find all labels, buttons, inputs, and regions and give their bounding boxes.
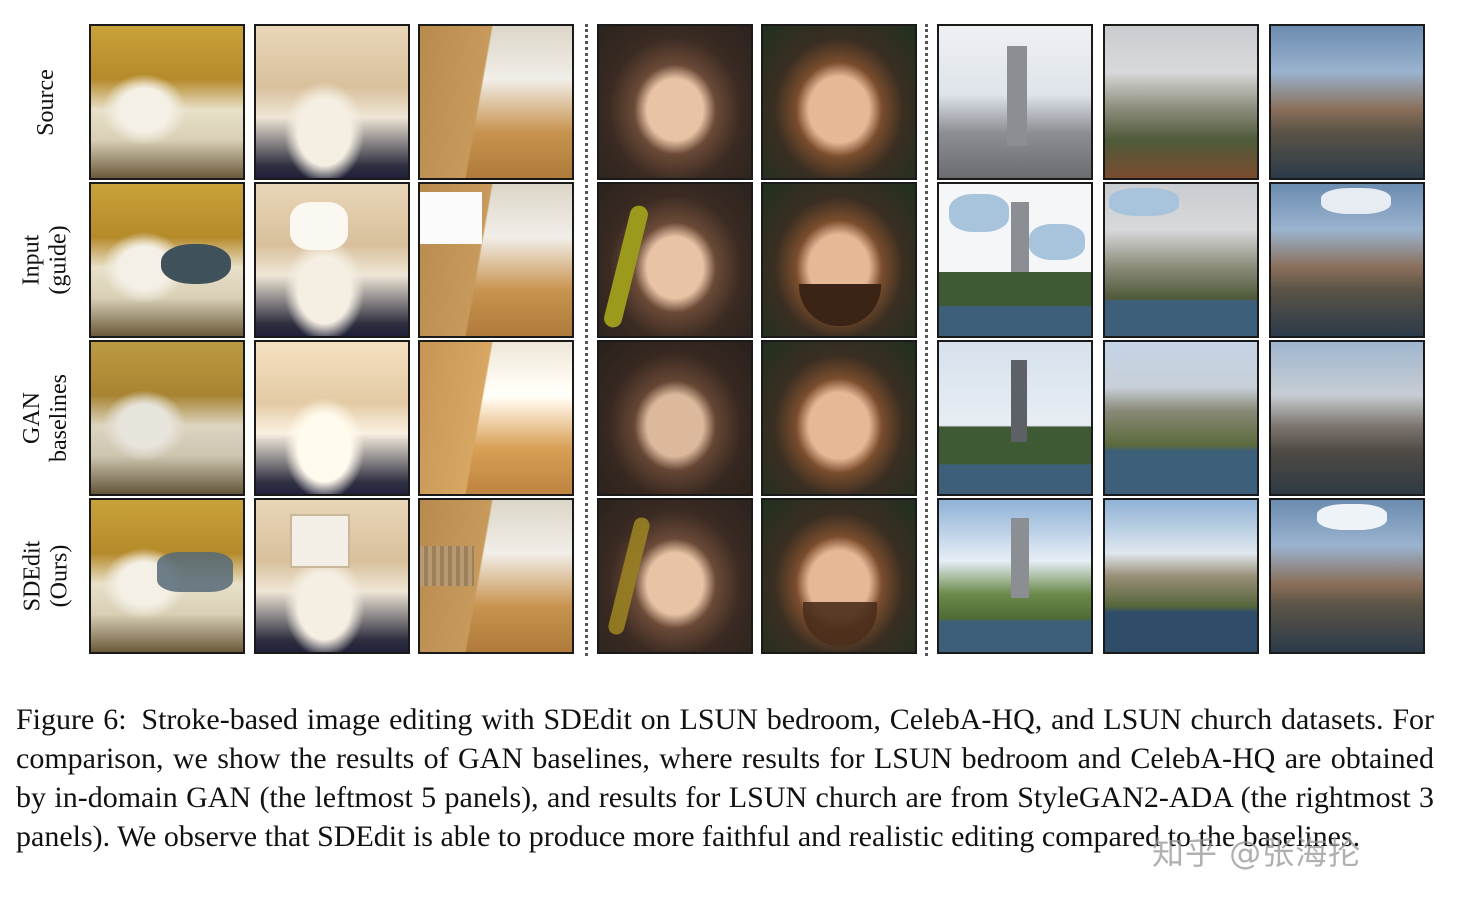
image-face-1-gan	[597, 340, 753, 496]
image-bedroom-1-sdedit	[89, 498, 245, 654]
image-bedroom-1-source	[89, 24, 245, 180]
image-church-2-gan	[1103, 340, 1259, 496]
row-label-subtext: (Ours)	[46, 544, 72, 608]
row-label-text: Source	[32, 68, 59, 136]
image-face-2-source	[761, 24, 917, 180]
image-church-1-gan	[937, 340, 1093, 496]
figure-label: Figure 6:	[16, 703, 127, 736]
image-church-2-input	[1103, 182, 1259, 338]
image-church-2-source	[1103, 24, 1259, 180]
caption-text: Stroke-based image editing with SDEdit o…	[16, 703, 1434, 853]
image-bedroom-3-sdedit	[418, 498, 574, 654]
image-bedroom-2-gan	[254, 340, 410, 496]
image-church-1-source	[937, 24, 1093, 180]
image-church-3-input	[1269, 182, 1425, 338]
image-bedroom-1-gan	[89, 340, 245, 496]
image-bedroom-2-source	[254, 24, 410, 180]
row-label-input: Input(guide)	[8, 182, 84, 338]
row-label-sdedit: SDEdit(Ours)	[8, 498, 84, 654]
image-church-1-input	[937, 182, 1093, 338]
row-label-source: Source	[8, 24, 84, 180]
row-label-subtext: baselines	[46, 374, 73, 462]
image-face-2-input	[761, 182, 917, 338]
image-face-1-source	[597, 24, 753, 180]
image-church-3-sdedit	[1269, 498, 1425, 654]
image-bedroom-2-input	[254, 182, 410, 338]
image-face-1-sdedit	[597, 498, 753, 654]
group-separator	[585, 24, 588, 656]
image-church-2-sdedit	[1103, 498, 1259, 654]
image-bedroom-3-input	[418, 182, 574, 338]
image-bedroom-3-gan	[418, 340, 574, 496]
row-label-text: Input	[19, 234, 45, 286]
image-bedroom-2-sdedit	[254, 498, 410, 654]
row-label-text: GAN	[19, 392, 46, 445]
image-face-1-input	[597, 182, 753, 338]
row-label-text: SDEdit	[19, 540, 45, 612]
watermark: 知乎 @张海抡	[1152, 834, 1362, 872]
image-face-2-sdedit	[761, 498, 917, 654]
figure-caption: Figure 6: Stroke-based image editing wit…	[16, 700, 1434, 856]
group-separator	[925, 24, 928, 656]
row-label-subtext: (guide)	[46, 225, 72, 295]
image-bedroom-1-input	[89, 182, 245, 338]
image-church-3-source	[1269, 24, 1425, 180]
image-face-2-gan	[761, 340, 917, 496]
image-bedroom-3-source	[418, 24, 574, 180]
image-church-3-gan	[1269, 340, 1425, 496]
image-church-1-sdedit	[937, 498, 1093, 654]
